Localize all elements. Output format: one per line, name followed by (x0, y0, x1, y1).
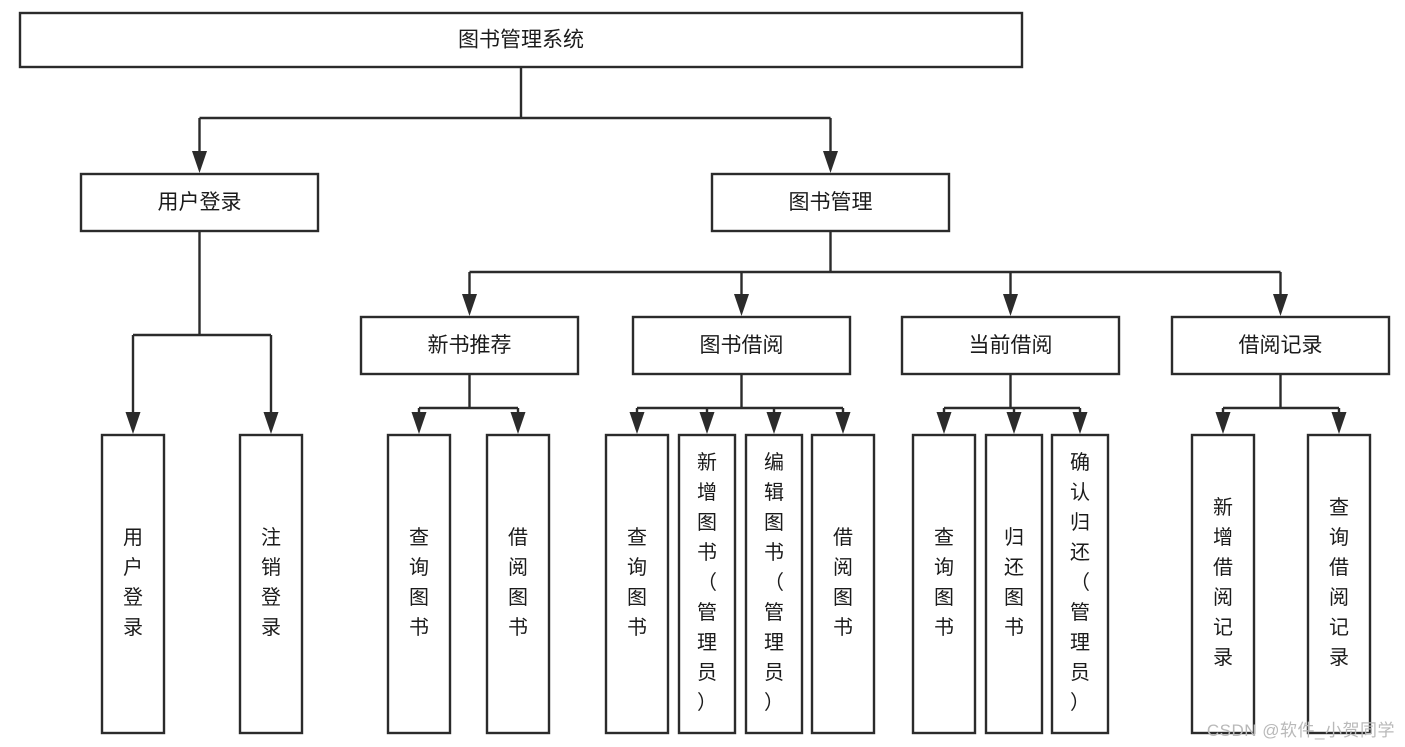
node-label: 当前借阅 (969, 334, 1053, 357)
node-box[interactable] (744, 433, 804, 735)
node-label: 查询图书 (409, 526, 429, 639)
arrow-head-icon (1072, 412, 1088, 434)
node-box[interactable] (900, 315, 1121, 376)
node-label: 确认归还（管理员） (1070, 451, 1090, 714)
node-label: 用户登录 (123, 527, 143, 639)
node-leaf-query-book-1[interactable]: 查询图书 (386, 433, 452, 735)
node-label: 编辑图书（管理员） (764, 451, 784, 714)
node-leaf-edit-book[interactable]: 编辑图书（管理员） (744, 433, 804, 735)
node-label: 归还图书 (1004, 526, 1024, 639)
node-label: 图书管理系统 (458, 29, 584, 52)
node-box[interactable] (810, 433, 876, 735)
node-label: 新增图书（管理员） (697, 451, 717, 714)
arrow-head-icon (462, 294, 477, 316)
node-label: 查询图书 (627, 526, 647, 639)
arrow-head-icon (936, 412, 952, 434)
node-box[interactable] (1190, 433, 1256, 735)
node-box[interactable] (79, 172, 320, 233)
node-box[interactable] (1170, 315, 1391, 376)
arrow-head-icon (263, 412, 279, 434)
node-leaf-add-book[interactable]: 新增图书（管理员） (677, 433, 737, 735)
node-user-login[interactable]: 用户登录 (79, 172, 320, 233)
node-box[interactable] (485, 433, 551, 735)
node-current-borrow[interactable]: 当前借阅 (900, 315, 1121, 376)
node-box[interactable] (359, 315, 580, 376)
node-box[interactable] (604, 433, 670, 735)
node-box[interactable] (18, 11, 1024, 69)
arrow-head-icon (1331, 412, 1347, 434)
node-label: 借阅图书 (833, 526, 853, 639)
node-box[interactable] (1306, 433, 1372, 735)
node-borrow-record[interactable]: 借阅记录 (1170, 315, 1391, 376)
node-box[interactable] (631, 315, 852, 376)
node-leaf-confirm-return[interactable]: 确认归还（管理员） (1050, 433, 1110, 735)
node-leaf-query-book-2[interactable]: 查询图书 (604, 433, 670, 735)
connector-group-new-book-rec (411, 374, 526, 434)
arrow-head-icon (699, 412, 715, 434)
connector-group-book-manage (462, 231, 1288, 316)
node-book-borrow[interactable]: 图书借阅 (631, 315, 852, 376)
node-box[interactable] (238, 433, 304, 735)
node-leaf-query-book-3[interactable]: 查询图书 (911, 433, 977, 735)
arrow-head-icon (510, 412, 526, 434)
connector-group-borrow-record (1215, 374, 1347, 434)
node-label: 新书推荐 (428, 334, 512, 357)
node-leaf-return-book[interactable]: 归还图书 (984, 433, 1044, 735)
arrow-head-icon (629, 412, 645, 434)
node-leaf-query-record[interactable]: 查询借阅记录 (1306, 433, 1372, 735)
arrow-head-icon (192, 151, 207, 173)
node-box[interactable] (100, 433, 166, 735)
node-box[interactable] (911, 433, 977, 735)
node-leaf-add-record[interactable]: 新增借阅记录 (1190, 433, 1256, 735)
node-label: 图书管理 (789, 191, 873, 214)
node-box[interactable] (677, 433, 737, 735)
node-leaf-logout[interactable]: 注销登录 (238, 433, 304, 735)
node-layer: 图书管理系统用户登录图书管理新书推荐图书借阅当前借阅借阅记录用户登录注销登录查询… (18, 11, 1391, 735)
node-label: 借阅记录 (1239, 334, 1323, 357)
arrow-head-icon (835, 412, 851, 434)
node-label: 借阅图书 (508, 526, 528, 639)
arrow-head-icon (734, 294, 749, 316)
arrow-head-icon (125, 412, 141, 434)
connector-group-current-borrow (936, 374, 1088, 434)
node-label: 用户登录 (158, 191, 242, 214)
watermark: CSDN @软件_小贺同学 (1206, 721, 1395, 740)
arrow-head-icon (1215, 412, 1231, 434)
arrow-head-icon (1006, 412, 1022, 434)
connector-layer (125, 67, 1347, 434)
arrow-head-icon (823, 151, 838, 173)
connector-group-user-login (125, 231, 279, 434)
connector-group-root (192, 67, 838, 173)
node-label: 注销登录 (261, 526, 281, 639)
arrow-head-icon (1273, 294, 1288, 316)
node-box[interactable] (984, 433, 1044, 735)
node-leaf-borrow-book-2[interactable]: 借阅图书 (810, 433, 876, 735)
node-box[interactable] (1050, 433, 1110, 735)
node-label: 新增借阅记录 (1213, 496, 1233, 669)
arrow-head-icon (411, 412, 427, 434)
node-label: 查询图书 (934, 526, 954, 639)
arrow-head-icon (1003, 294, 1018, 316)
node-new-book-rec[interactable]: 新书推荐 (359, 315, 580, 376)
node-box[interactable] (386, 433, 452, 735)
arrow-head-icon (766, 412, 782, 434)
node-box[interactable] (710, 172, 951, 233)
connector-group-book-borrow (629, 374, 851, 434)
node-label: 查询借阅记录 (1329, 496, 1349, 669)
node-label: 图书借阅 (700, 334, 784, 357)
node-book-manage[interactable]: 图书管理 (710, 172, 951, 233)
node-leaf-user-login[interactable]: 用户登录 (100, 433, 166, 735)
node-root[interactable]: 图书管理系统 (18, 11, 1024, 69)
node-leaf-borrow-book-1[interactable]: 借阅图书 (485, 433, 551, 735)
